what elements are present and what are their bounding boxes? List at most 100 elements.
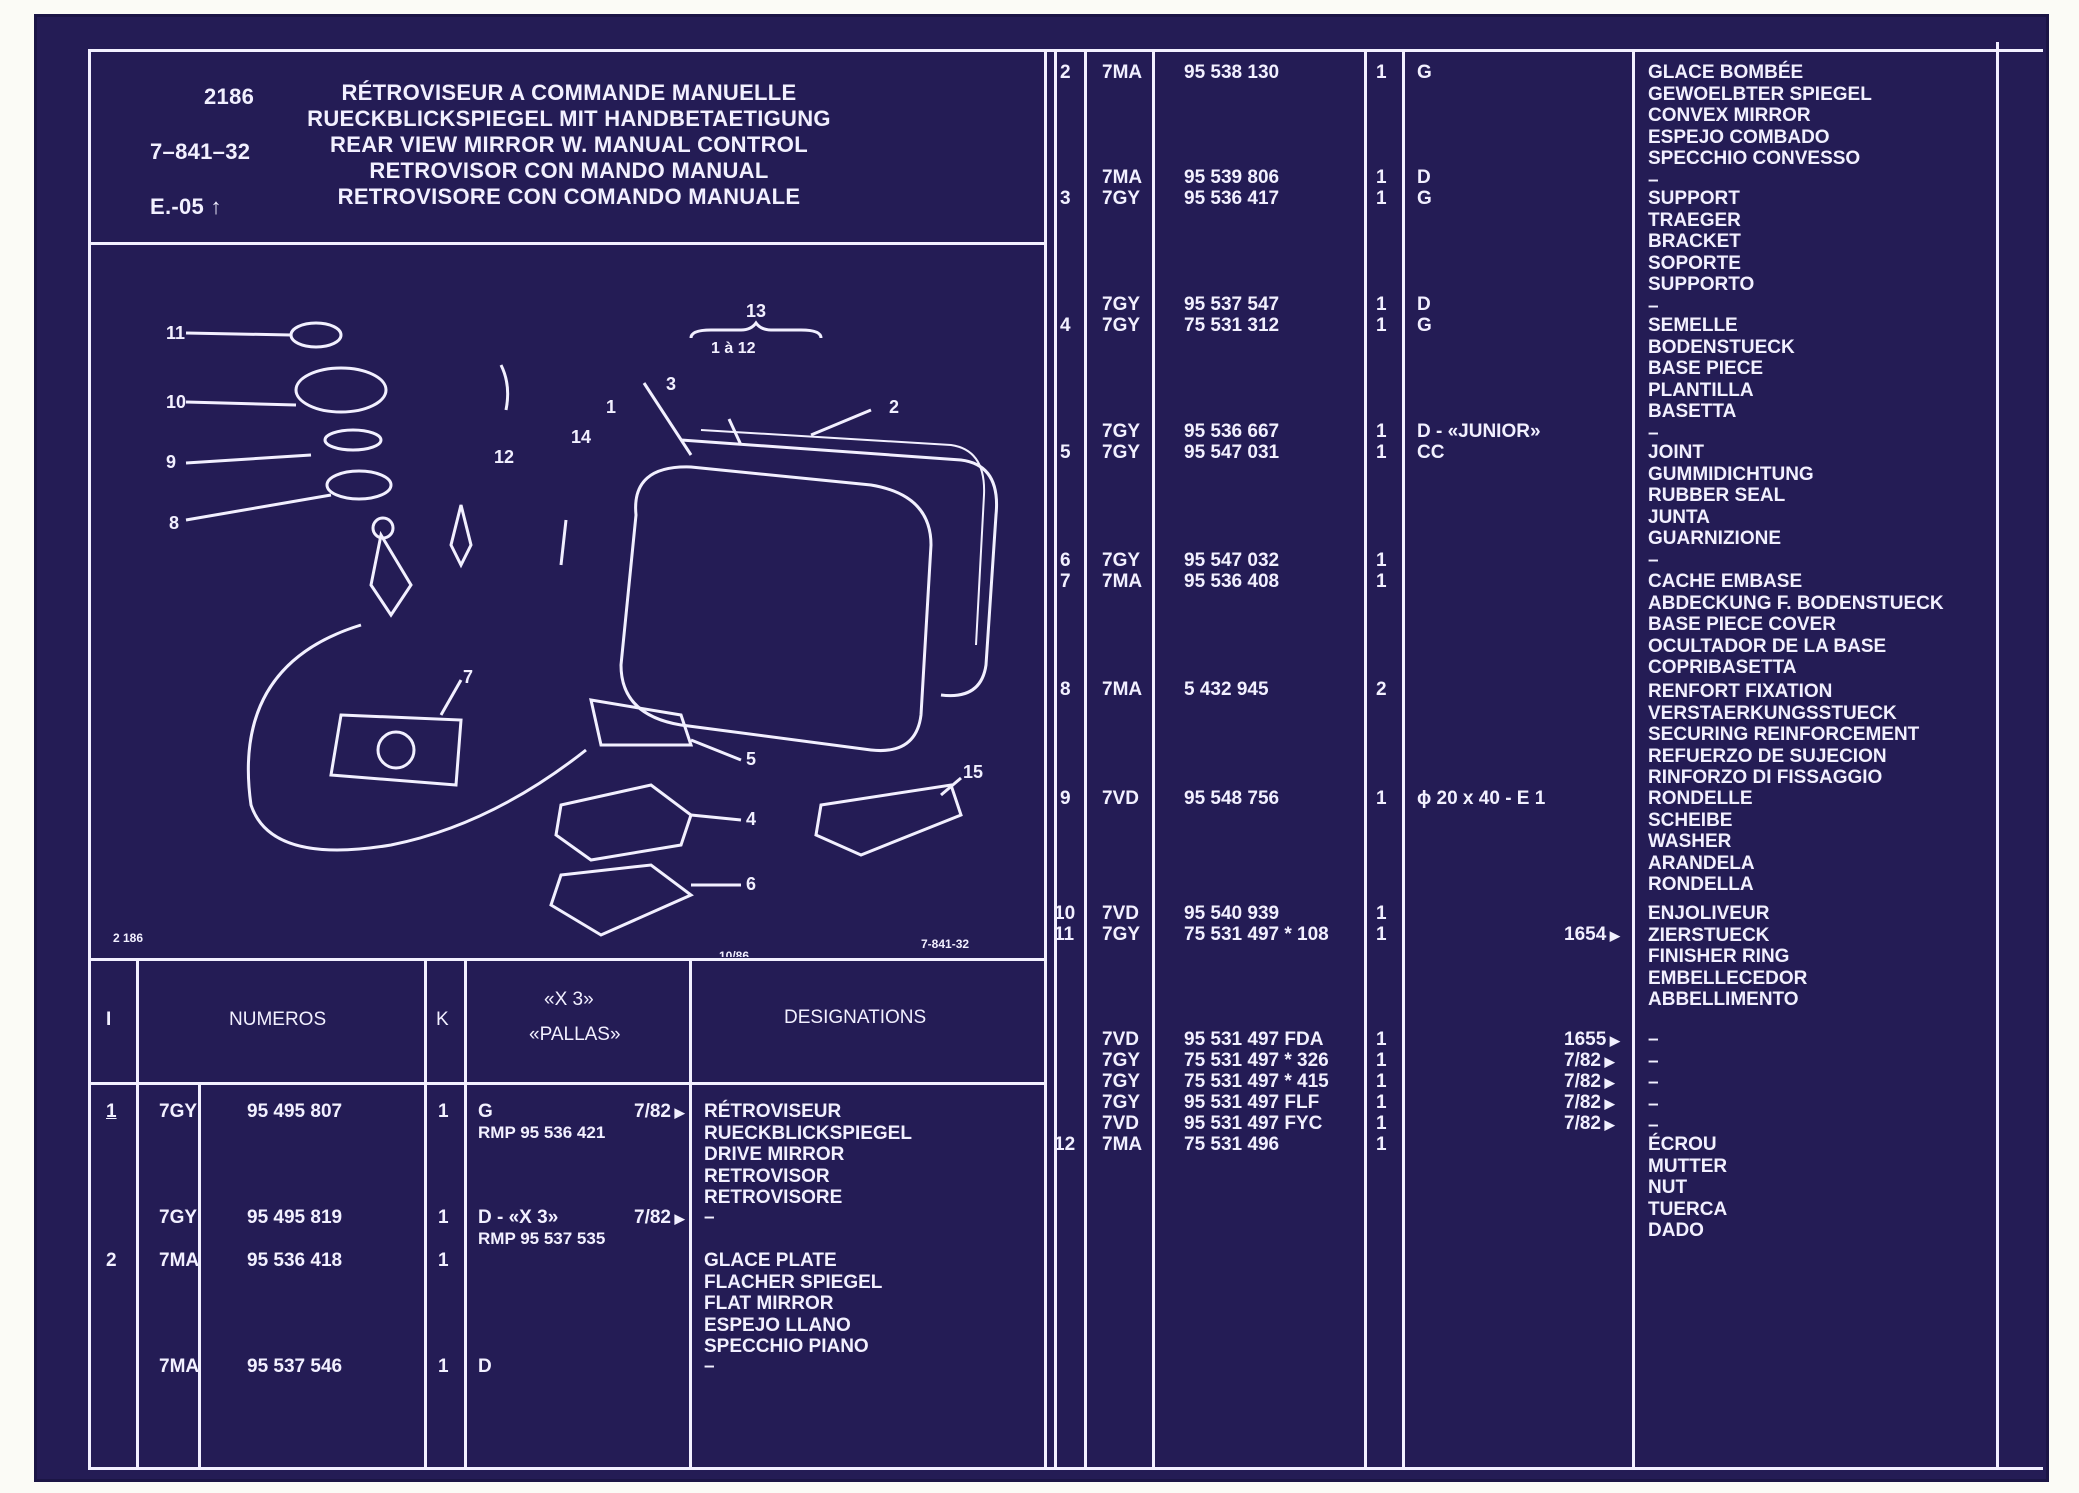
part-qty: 1 xyxy=(1376,550,1387,571)
part-code: 7GY xyxy=(159,1101,198,1122)
designation-line: – xyxy=(1648,1093,1659,1115)
row-index: 5 xyxy=(1060,442,1071,463)
frame-right xyxy=(1996,42,1999,1470)
cover-part-7 xyxy=(814,783,963,857)
part-qty: 1 xyxy=(1376,442,1387,463)
part-number: 95 531 497 FLF xyxy=(1184,1092,1320,1113)
row-index: 3 xyxy=(1060,188,1071,209)
part-number: 75 531 312 xyxy=(1184,315,1280,336)
designation-line: – xyxy=(704,1356,715,1377)
part-qty: 1 xyxy=(438,1207,449,1228)
part-code: 7GY xyxy=(1102,188,1141,209)
part-number: 95 536 408 xyxy=(1184,571,1280,592)
col-line-r-k xyxy=(1364,49,1367,1470)
part-qty: 1 xyxy=(1376,903,1387,924)
part-code: 7GY xyxy=(1102,1050,1141,1071)
triangle-right-icon: ▶ xyxy=(1600,1075,1615,1090)
part-code: 7GY xyxy=(1102,1071,1141,1092)
designation-line: GUMMIDICHTUNG xyxy=(1648,463,1814,485)
designation-line: GUARNIZIONE xyxy=(1648,528,1781,549)
part-code: 7GY xyxy=(1102,1092,1141,1113)
callout-1: 1 xyxy=(606,397,616,417)
control-lever xyxy=(369,530,413,618)
title-block: RÉTROVISEUR A COMMANDE MANUELLE RUECKBLI… xyxy=(264,80,874,210)
triangle-right-icon: ▶ xyxy=(1600,1117,1615,1132)
part-code: 7GY xyxy=(159,1207,198,1228)
callout-4: 4 xyxy=(746,809,756,829)
part-number: 95 495 807 xyxy=(247,1101,343,1122)
part-number: 95 531 497 FYC xyxy=(1184,1113,1323,1134)
header-col-model-2: «PALLAS» xyxy=(529,1024,621,1045)
row-index: 8 xyxy=(1060,679,1071,700)
part-qty: 1 xyxy=(1376,1029,1387,1050)
designation-line: RETROVISOR xyxy=(704,1165,830,1187)
designation-line: – xyxy=(1648,295,1659,317)
pad-part-8 xyxy=(329,713,463,787)
date-flag: 7/82 ▶ xyxy=(1564,1050,1615,1071)
part-number: 5 432 945 xyxy=(1184,679,1269,700)
row-index: 10 xyxy=(1054,903,1076,924)
arrow-up-icon: ↑ xyxy=(210,194,222,219)
part-code: 7GY xyxy=(1102,315,1141,336)
part-qty: 1 xyxy=(1376,1092,1387,1113)
designation-line: BODENSTUECK xyxy=(1648,336,1795,358)
callout-6: 6 xyxy=(746,874,756,894)
base-part-4 xyxy=(554,783,693,862)
model-spec: G xyxy=(478,1101,493,1122)
callout-5: 5 xyxy=(746,749,756,769)
title-de: RUECKBLICKSPIEGEL MIT HANDBETAETIGUNG xyxy=(307,106,831,131)
part-code: 7VD xyxy=(1102,788,1139,809)
designation-line: – xyxy=(1648,169,1659,191)
designation-line: SUPPORTO xyxy=(1648,274,1755,295)
part-code: 7VD xyxy=(1102,1113,1139,1134)
part-qty: 1 xyxy=(1376,1134,1387,1155)
part-number: 95 531 497 FDA xyxy=(1184,1029,1324,1050)
part-qty: 1 xyxy=(1376,1071,1387,1092)
control-cable xyxy=(246,623,587,852)
screw-15 xyxy=(559,519,568,566)
group-range: 1 à 12 xyxy=(711,340,756,357)
designation-line: CACHE EMBASE xyxy=(1648,571,1803,592)
exploded-diagram: 11 10 9 8 12 14 1 3 2 7 5 4 6 15 13 1 à … xyxy=(113,301,999,957)
corner-mid: 10/86 xyxy=(719,949,749,957)
designation-line: REFUERZO DE SUJECION xyxy=(1648,745,1887,767)
designation-line: DRIVE MIRROR xyxy=(704,1144,845,1165)
callout-15: 14 xyxy=(571,427,591,447)
model-spec: D - «X 3» xyxy=(478,1207,559,1228)
col-line-r-num xyxy=(1152,49,1155,1470)
part-code: 7GY xyxy=(1102,550,1141,571)
designation-line: ARANDELA xyxy=(1648,852,1755,874)
part-number: 95 537 546 xyxy=(247,1356,343,1377)
designation-line: CONVEX MIRROR xyxy=(1648,105,1811,126)
triangle-right-icon: ▶ xyxy=(1606,928,1620,943)
title-en: REAR VIEW MIRROR W. MANUAL CONTROL xyxy=(330,132,808,157)
date-flag: 1654 ▶ xyxy=(1564,924,1620,945)
model-spec: D xyxy=(478,1356,492,1377)
frame-top xyxy=(88,49,2043,52)
designation-line: FINISHER RING xyxy=(1648,946,1790,967)
callout-9: 8 xyxy=(169,513,179,533)
part-number: 75 531 497 * 108 xyxy=(1184,924,1329,945)
callout-2: 2 xyxy=(889,397,899,417)
part-code: 7MA xyxy=(1102,571,1143,592)
model-spec: G xyxy=(1417,315,1432,336)
part-number: 95 538 130 xyxy=(1184,62,1280,83)
designation-line: OCULTADOR DE LA BASE xyxy=(1648,635,1887,657)
header-col-k: K xyxy=(436,1009,449,1030)
mirror-housing xyxy=(619,465,933,753)
part-code: 7MA xyxy=(159,1356,200,1377)
part-number: 95 537 547 xyxy=(1184,294,1280,315)
designation-line: RENFORT FIXATION xyxy=(1648,681,1833,702)
parts-sheet: 2186 7–841–32 E.-05 ↑ RÉTROVISEUR A COMM… xyxy=(34,14,2049,1482)
designation-line: GLACE PLATE xyxy=(704,1250,837,1271)
mirror-back-shell xyxy=(680,438,999,698)
designation-line: SUPPORT xyxy=(1648,188,1740,209)
header-col-numeros: NUMEROS xyxy=(229,1009,327,1030)
designation-line: JUNTA xyxy=(1648,506,1710,528)
part-qty: 1 xyxy=(1376,1113,1387,1134)
part-qty: 1 xyxy=(1376,294,1387,315)
part-qty: 1 xyxy=(1376,571,1387,592)
base-part-6 xyxy=(549,863,694,937)
date-flag: 7/82 ▶ xyxy=(634,1207,685,1228)
washer-10 xyxy=(323,428,383,452)
